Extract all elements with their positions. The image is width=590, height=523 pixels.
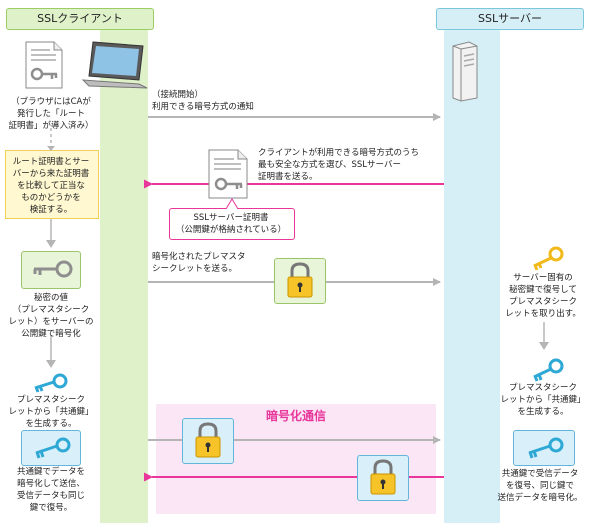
common-key-icon — [528, 437, 564, 459]
server-certificate-icon — [207, 148, 249, 200]
connector-client-2-head — [46, 240, 56, 248]
lock-icon — [287, 262, 313, 298]
connector-client-3-head — [46, 360, 56, 368]
client-header: SSLクライアント — [6, 8, 154, 30]
lock-icon — [195, 422, 221, 458]
callout-pointer — [225, 198, 239, 210]
premaster-lock-box — [274, 258, 326, 304]
enc-send-lock-box — [182, 418, 234, 464]
server-decrypt-send-note: 共通鍵で受信データ を復号、同じ鍵で 送信データを暗号化。 — [497, 469, 583, 503]
enc-recv-lock-box — [357, 455, 409, 501]
common-key-box-server — [513, 430, 575, 466]
server-gen-common-note: プレマスタシーク レットから「共通鍵」 を生成する。 — [500, 383, 586, 417]
verify-note: ルート証明書とサー バーから来た証明書 を比較して正当な ものかどうかを 検証す… — [12, 157, 90, 215]
server-lifeline — [444, 30, 500, 523]
common-key-icon — [35, 437, 71, 459]
root-cert-note: （ブラウザにはCAが 発行した「ルート 証明書」が導入済み） — [8, 97, 94, 131]
server-icon — [449, 40, 479, 102]
server-decrypt-note: サーバー固有の 秘密鍵で復号して プレマスタシーク レットを取り出す。 — [505, 273, 581, 319]
encrypt-send-note: 共通鍵でデータを 暗号化して送信、 受信データも同じ 鍵で復号。 — [16, 467, 85, 513]
secret-key-box — [21, 251, 81, 289]
premaster-message: 暗号化されたプレマスタ シークレットを送る。 — [152, 252, 246, 274]
common-key-box-client — [21, 430, 81, 466]
common-key-icon-client — [30, 370, 70, 394]
server-cert-message: クライアントが利用できる暗号方式のうち 最も安全な方式を選び、SSLサーバー 証… — [258, 148, 419, 182]
certificate-icon — [24, 40, 64, 90]
certificate-callout — [169, 208, 295, 240]
connector-server-1-head — [539, 342, 549, 350]
encrypted-comm-title: 暗号化通信 — [265, 409, 326, 423]
start-text: 利用できる暗号方式の通知 — [152, 102, 254, 112]
private-key-icon — [527, 244, 567, 271]
client-gen-common-note: プレマスタシーク レットから「共通鍵」 を生成する。 — [8, 395, 94, 429]
common-key-icon-server — [527, 356, 567, 382]
callout-text: SSLサーバー証明書 （公開鍵が格納されている） — [175, 213, 287, 235]
connector-client-1-head — [47, 146, 55, 151]
gray-key-icon — [33, 260, 73, 278]
lock-icon — [370, 459, 396, 495]
server-header: SSLサーバー — [436, 8, 584, 30]
client-lifeline — [100, 30, 148, 523]
start-label: （接続開始） — [152, 90, 204, 100]
verify-note-box — [5, 150, 99, 219]
laptop-icon — [81, 40, 151, 92]
secret-note: 秘密の値 （プレマスタシーク レット）をサーバーの 公開鍵で暗号化 — [8, 293, 94, 339]
